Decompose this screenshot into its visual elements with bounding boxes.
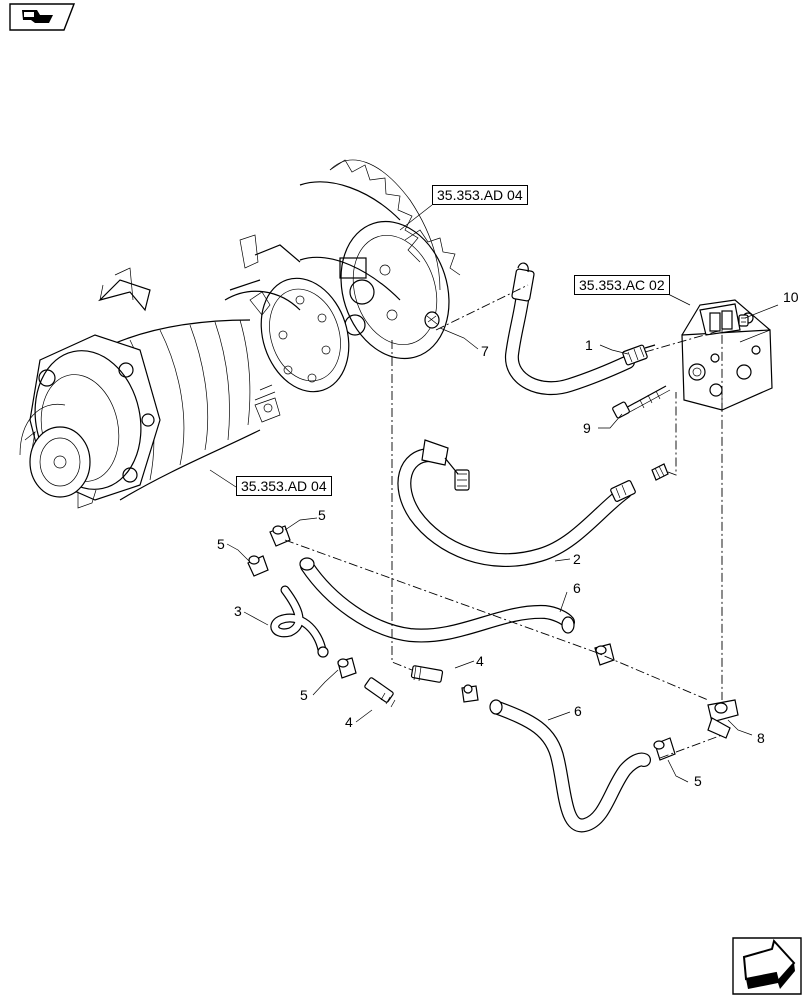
callout-6-upper[interactable]: 6 <box>573 580 581 596</box>
previous-page-button[interactable] <box>9 3 76 31</box>
reference-box-left[interactable]: 35.353.AD 04 <box>236 476 332 496</box>
callout-7[interactable]: 7 <box>481 343 489 359</box>
hose-3 <box>270 585 329 658</box>
callout-6-lower[interactable]: 6 <box>574 703 582 719</box>
callout-2[interactable]: 2 <box>573 551 581 567</box>
leader-lines <box>209 204 779 783</box>
front-flange <box>19 334 161 509</box>
previous-page-arrow-icon <box>9 3 76 31</box>
hose-6-upper <box>299 557 575 643</box>
fittings <box>247 311 739 761</box>
hose-6-lower <box>489 699 651 833</box>
wheel-motor-assembly <box>19 159 461 509</box>
callout-5-lower-right[interactable]: 5 <box>694 773 702 789</box>
reference-box-top[interactable]: 35.353.AD 04 <box>432 185 528 205</box>
rear-drum <box>299 159 461 360</box>
callout-5-left[interactable]: 5 <box>217 536 225 552</box>
callout-4-center[interactable]: 4 <box>476 653 484 669</box>
connection-lines <box>284 284 723 759</box>
hose-2 <box>397 439 669 568</box>
callout-5-top[interactable]: 5 <box>318 507 326 523</box>
next-page-button[interactable] <box>732 937 802 995</box>
callout-9[interactable]: 9 <box>583 420 591 436</box>
next-page-arrow-icon <box>732 937 802 995</box>
callout-8[interactable]: 8 <box>757 730 765 746</box>
callout-4-left[interactable]: 4 <box>345 714 353 730</box>
hose-1 <box>505 262 656 396</box>
callout-1[interactable]: 1 <box>585 337 593 353</box>
callout-5-middle[interactable]: 5 <box>300 687 308 703</box>
callout-3[interactable]: 3 <box>234 603 242 619</box>
plug-10 <box>738 314 749 327</box>
callout-10[interactable]: 10 <box>783 289 799 305</box>
motor-housing <box>224 234 350 423</box>
reference-box-right[interactable]: 35.353.AC 02 <box>574 275 670 295</box>
valve-block <box>681 299 773 411</box>
